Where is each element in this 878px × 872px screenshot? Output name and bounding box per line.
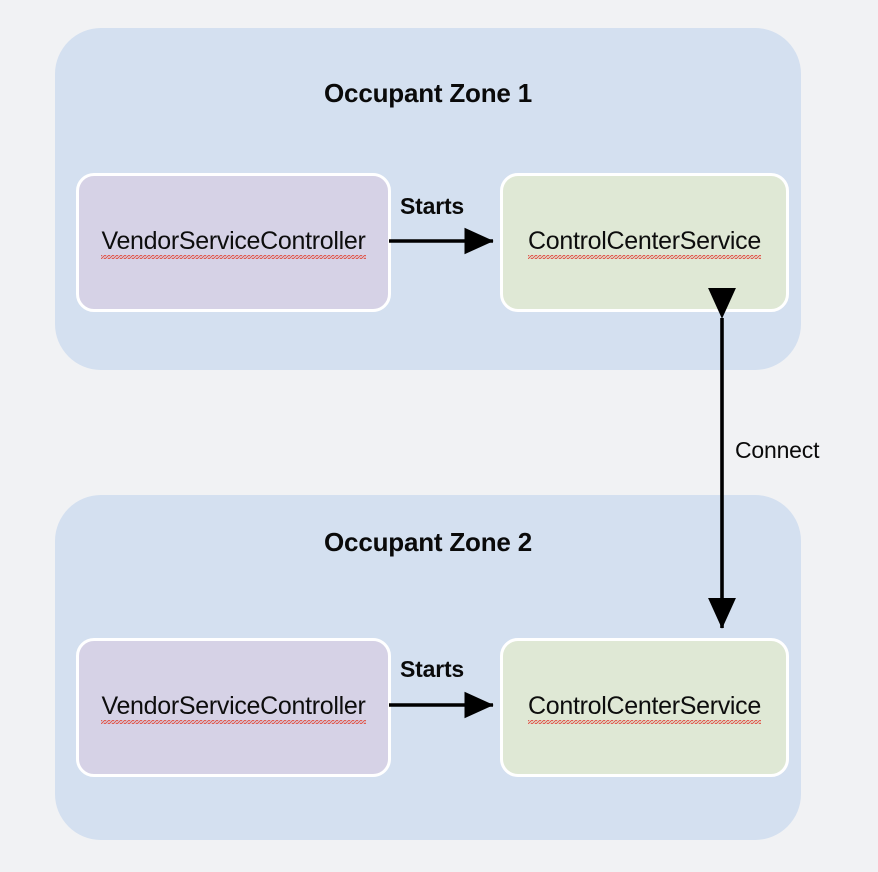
node-label: ControlCenterService — [528, 692, 761, 724]
occupant-zone-2-container[interactable]: Occupant Zone 2 VendorServiceController … — [55, 495, 801, 840]
node-label: ControlCenterService — [528, 227, 761, 259]
node-label: VendorServiceController — [101, 692, 366, 724]
edge-label-connect: Connect — [735, 437, 820, 463]
occupant-zone-2-title: Occupant Zone 2 — [324, 527, 532, 557]
node-vendor-service-controller-zone1[interactable]: VendorServiceController — [76, 173, 391, 312]
edge-label-starts-zone2: Starts — [400, 656, 464, 682]
node-vendor-service-controller-zone2[interactable]: VendorServiceController — [76, 638, 391, 777]
occupant-zone-1-title: Occupant Zone 1 — [324, 78, 532, 108]
edge-label-starts-zone1: Starts — [400, 193, 464, 219]
node-control-center-service-zone1[interactable]: ControlCenterService — [500, 173, 789, 312]
node-control-center-service-zone2[interactable]: ControlCenterService — [500, 638, 789, 777]
node-label: VendorServiceController — [101, 227, 366, 259]
occupant-zone-1-container[interactable]: Occupant Zone 1 VendorServiceController … — [55, 28, 801, 370]
